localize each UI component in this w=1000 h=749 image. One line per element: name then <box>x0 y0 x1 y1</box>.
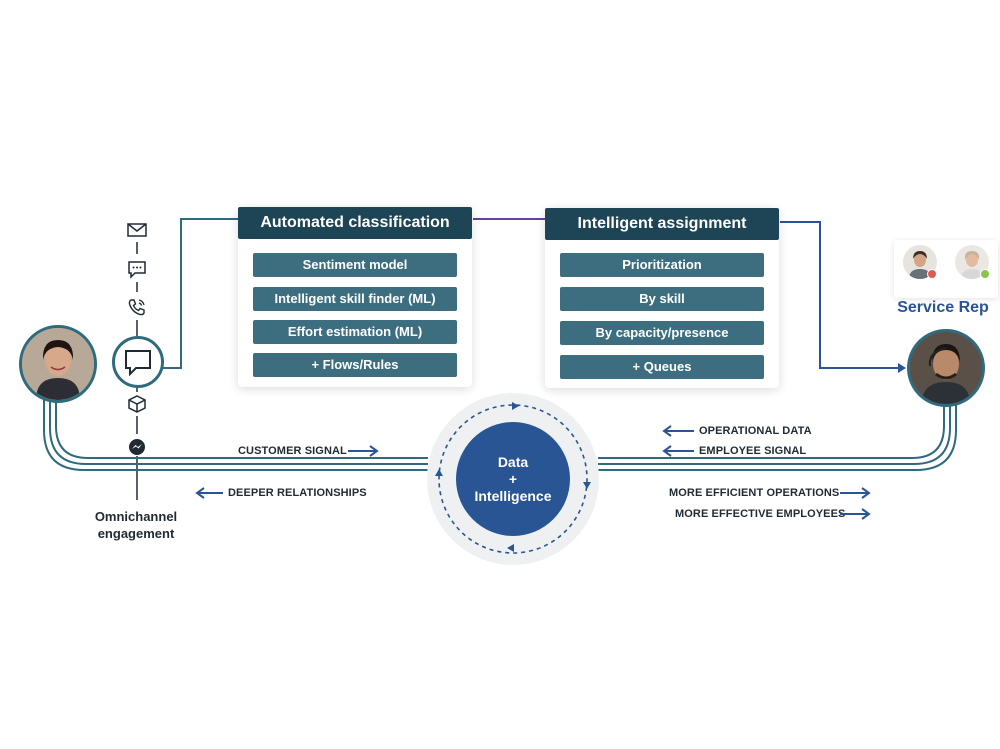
assignment-item-queues: + Queues <box>560 355 764 379</box>
omnichannel-label: Omnichannel engagement <box>80 508 192 542</box>
assignment-item-by-skill: By skill <box>560 287 764 311</box>
customer-loop-lines <box>43 400 428 471</box>
assignment-item-prioritization: Prioritization <box>560 253 764 277</box>
hub-line3: Intelligence <box>474 487 552 504</box>
sms-icon <box>128 261 146 279</box>
classification-item-effort: Effort estimation (ML) <box>253 320 457 344</box>
classification-item-skill-finder: Intelligent skill finder (ML) <box>253 287 457 311</box>
employee-signal-label: EMPLOYEE SIGNAL <box>699 445 807 457</box>
more-efficient-label: MORE EFFICIENT OPERATIONS <box>669 487 840 499</box>
assignment-title: Intelligent assignment <box>545 208 779 240</box>
classification-item-flows: + Flows/Rules <box>253 353 457 377</box>
assignment-to-rep-line <box>780 221 898 369</box>
classification-item-sentiment: Sentiment model <box>253 253 457 277</box>
hub-line2: + <box>508 470 518 487</box>
rep-loop-lines <box>598 400 957 471</box>
status-busy-dot <box>927 269 937 279</box>
omnichannel-line1: Omnichannel <box>94 509 178 524</box>
phone-icon <box>128 299 145 316</box>
assignment-card: Intelligent assignment Prioritization By… <box>545 208 779 388</box>
classification-title: Automated classification <box>238 207 472 239</box>
customer-signal-label: CUSTOMER SIGNAL <box>238 445 347 457</box>
classification-card: Automated classification Sentiment model… <box>238 207 472 387</box>
service-rep-label: Service Rep <box>897 299 989 316</box>
package-icon <box>128 395 146 413</box>
assignment-item-capacity: By capacity/presence <box>560 321 764 345</box>
more-effective-label: MORE EFFECTIVE EMPLOYEES <box>675 508 846 520</box>
deeper-relationships-label: DEEPER RELATIONSHIPS <box>228 487 367 499</box>
employee-signal-arrow <box>662 445 694 457</box>
operational-data-label: OPERATIONAL DATA <box>699 425 812 437</box>
mail-icon <box>127 223 147 237</box>
deeper-relationships-arrow <box>195 487 223 499</box>
service-rep-avatar <box>907 329 985 407</box>
messenger-icon <box>129 439 145 455</box>
more-effective-arrow <box>840 508 871 520</box>
chat-circle <box>112 336 164 388</box>
customer-avatar <box>19 325 97 403</box>
assignment-to-rep-arrowhead <box>898 363 906 373</box>
chat-to-classification-line <box>155 218 240 369</box>
omnichannel-line2: engagement <box>97 526 175 541</box>
hub-core: Data + Intelligence <box>456 422 570 536</box>
customer-signal-arrow <box>348 445 379 457</box>
chat-icon <box>125 350 151 377</box>
more-efficient-arrow <box>840 487 871 499</box>
hub-line1: Data <box>497 453 529 470</box>
operational-data-arrow <box>662 425 694 437</box>
status-available-dot <box>980 269 990 279</box>
